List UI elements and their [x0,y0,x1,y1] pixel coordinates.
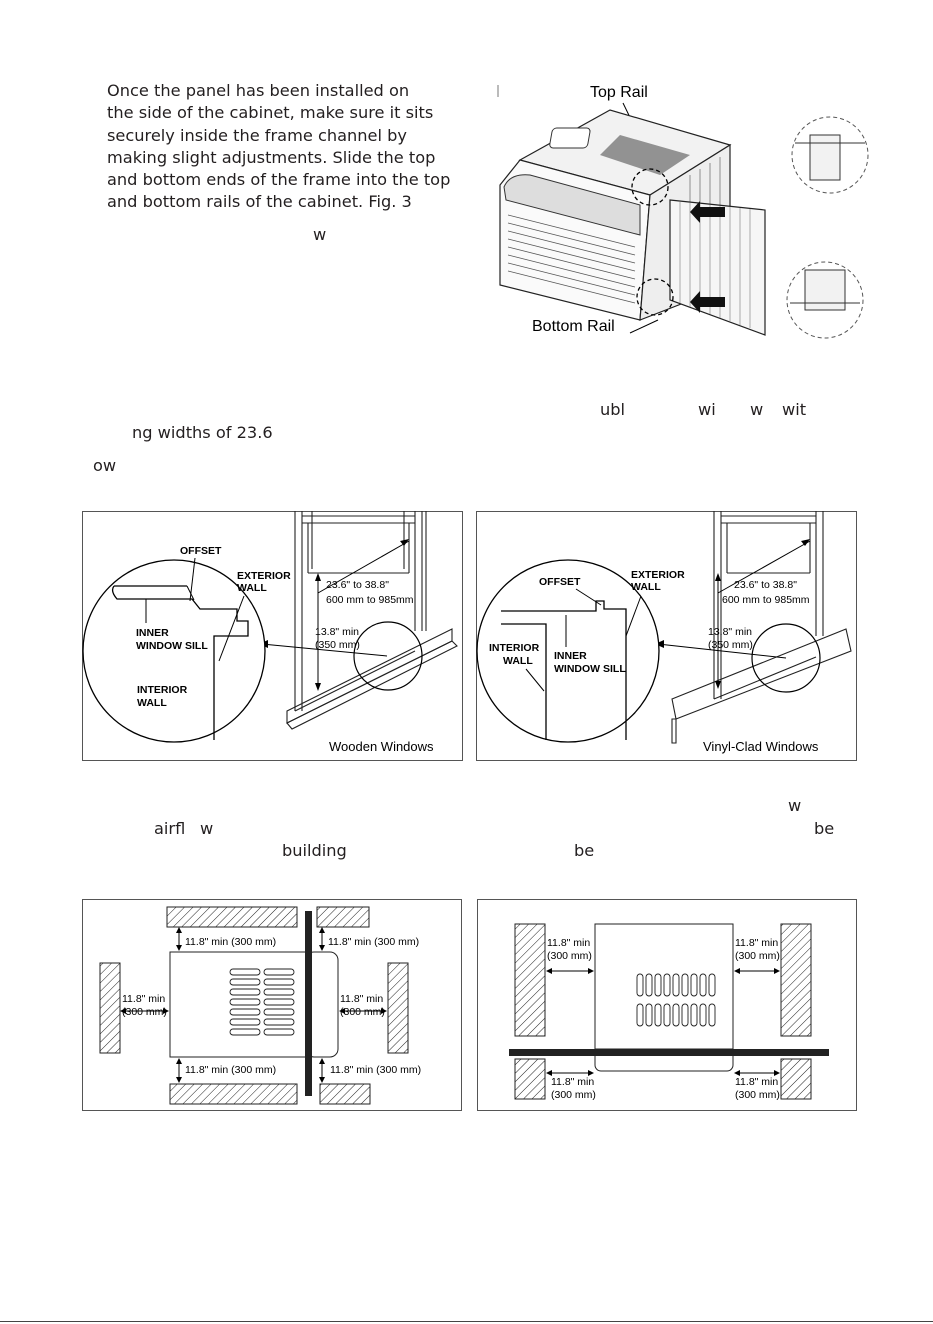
inner-sill-label: INNER [554,650,587,662]
clearance-top-right-mm: (300 mm) [735,950,780,962]
text-fragment: ubl [600,400,626,419]
exterior-wall-label: EXTERIOR [631,569,685,581]
clearance-bottom-left: 11.8" min [551,1076,594,1088]
offset-label: OFFSET [539,576,581,588]
offset-label: OFFSET [180,545,222,557]
sill-height-label: 13.8" min [708,626,752,638]
clearance-top-left: 11.8" min (300 mm) [185,936,276,948]
intro-line: Once the panel has been installed on [107,81,410,100]
footer-divider [0,1321,933,1322]
text-fragment: be [814,819,835,838]
clearance-left-mm: (300 mm) [122,1006,167,1018]
exterior-wall-label: EXTERIOR [237,570,291,582]
clearance-top-left: 11.8" min [547,937,590,949]
exterior-wall-label-2: WALL [631,581,661,593]
clearance-bottom-left-mm: (300 mm) [551,1089,596,1101]
vinyl-caption: Vinyl-Clad Windows [703,739,819,754]
text-fragment: w [750,400,764,419]
clearance-top-view: 11.8" min (300 mm) 11.8" min (300 mm) 11… [82,899,462,1111]
window-width-mm: 600 mm to 985mm [326,594,414,606]
intro-line: and bottom ends of the frame into the to… [107,170,451,190]
text-fragment: ng widths of 23.6 [132,423,273,442]
wooden-caption: Wooden Windows [329,739,434,754]
interior-wall-label-2: WALL [137,697,167,709]
text-fragment: ow [93,456,117,475]
clearance-front-view: 11.8" min (300 mm) 11.8" min (300 mm) 11… [477,899,857,1111]
text-fragment: w [200,819,214,838]
clearance-right-mm: (300 mm) [340,1006,385,1018]
text-fragment: w [313,225,327,244]
text-fragment: w [788,796,802,815]
clearance-left: 11.8" min [122,993,165,1005]
inner-sill-label: INNER [136,627,169,639]
clearance-bottom-right: 11.8" min (300 mm) [330,1064,421,1076]
text-fragment: airfl [154,819,186,838]
interior-wall-label: INTERIOR [489,642,540,654]
clearance-bottom-right-mm: (300 mm) [735,1089,780,1101]
clearance-top-left-mm: (300 mm) [547,950,592,962]
inner-sill-label-2: WINDOW SILL [136,640,208,652]
vinyl-windows-figure: 23.6" to 38.8" 600 mm to 985mm 13.8" min… [476,511,857,761]
inner-sill-label-2: WINDOW SILL [554,663,626,675]
window-width-label: 23.6" to 38.8" [734,579,797,591]
clearance-bottom-right: 11.8" min [735,1076,778,1088]
clearance-top-right: 11.8" min [735,937,778,949]
interior-wall-label: INTERIOR [137,684,188,696]
intro-line: securely inside the frame channel by [107,125,408,145]
clearance-right: 11.8" min [340,993,383,1005]
interior-wall-label-2: WALL [503,655,533,667]
intro-paragraph: Once the panel has been installed on the… [107,80,487,214]
top-rail-label: Top Rail [590,84,648,101]
sill-height-mm: (350 mm) [708,639,753,651]
sill-height-label: 13.8" min [315,626,359,638]
cabinet-rail-figure: Top Rail Bottom Rail [497,84,869,339]
text-fragment: wit [782,400,807,419]
clearance-bottom-left: 11.8" min (300 mm) [185,1064,276,1076]
wooden-windows-figure: 23.6" to 38.8" 600 mm to 985mm 13.8" min… [82,511,463,761]
text-fragment: building [282,841,347,860]
window-width-label: 23.6" to 38.8" [326,579,389,591]
text-fragment: be [574,841,595,860]
intro-line: and bottom rails of the cabinet. Fig. 3 [107,192,412,212]
sill-height-mm: (350 mm) [315,639,360,651]
text-fragment: wi [698,400,716,419]
bottom-rail-label: Bottom Rail [532,318,615,335]
window-width-mm: 600 mm to 985mm [722,594,810,606]
intro-line: making slight adjustments. Slide the top [107,147,436,167]
intro-line: the side of the cabinet, make sure it si… [107,103,434,123]
exterior-wall-label-2: WALL [237,582,267,594]
clearance-top-right: 11.8" min (300 mm) [328,936,419,948]
